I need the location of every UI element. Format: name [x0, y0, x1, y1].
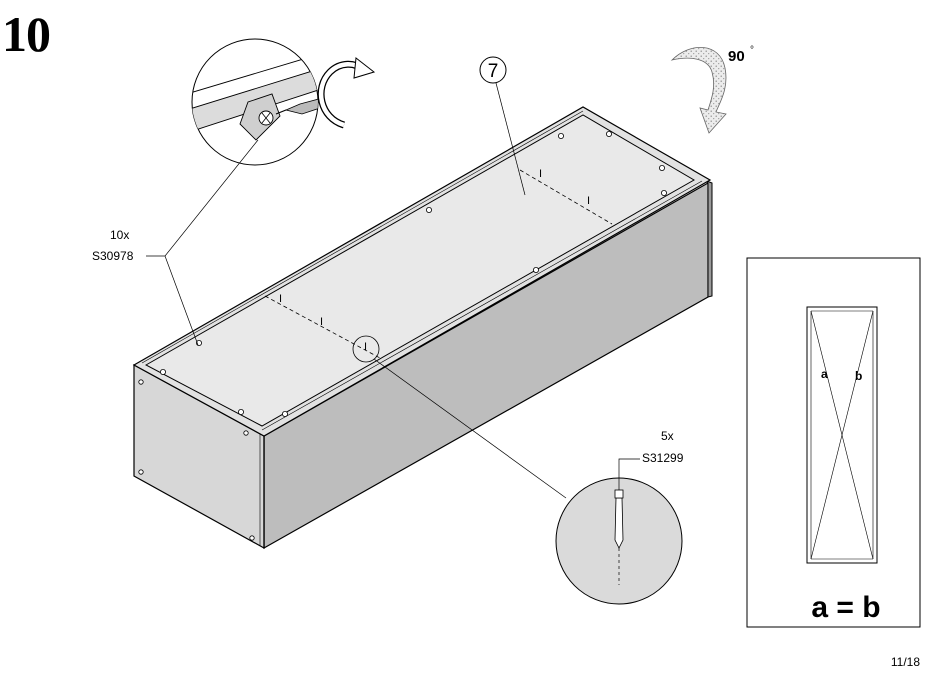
panel-callout-number: 7	[488, 61, 499, 82]
panel-mark: I	[539, 168, 542, 180]
panel-mark: I	[587, 195, 590, 207]
panel-mark: I	[364, 341, 367, 353]
dowel-quantity: 5x	[661, 429, 674, 443]
panel-mark: I	[320, 316, 323, 328]
cam-lock-part-number: S30978	[92, 249, 134, 263]
rotation-degree-unit: °	[750, 45, 754, 56]
square-check-equation: a = b	[811, 591, 880, 624]
square-check-inset: a b a = b	[747, 258, 920, 627]
dowel-part-number: S31299	[642, 451, 684, 465]
cam-lock-quantity: 10x	[110, 228, 129, 242]
rotate-90-arrow-icon	[672, 47, 726, 133]
panel-mark: I	[279, 293, 282, 305]
diagonal-label-a: a	[821, 367, 828, 381]
diagonal-label-b: b	[855, 369, 862, 383]
rotation-indicator: 90 °	[672, 45, 754, 133]
page-number: 11/18	[891, 655, 920, 669]
step-number: 10	[2, 6, 50, 62]
rotation-angle: 90	[728, 48, 745, 65]
